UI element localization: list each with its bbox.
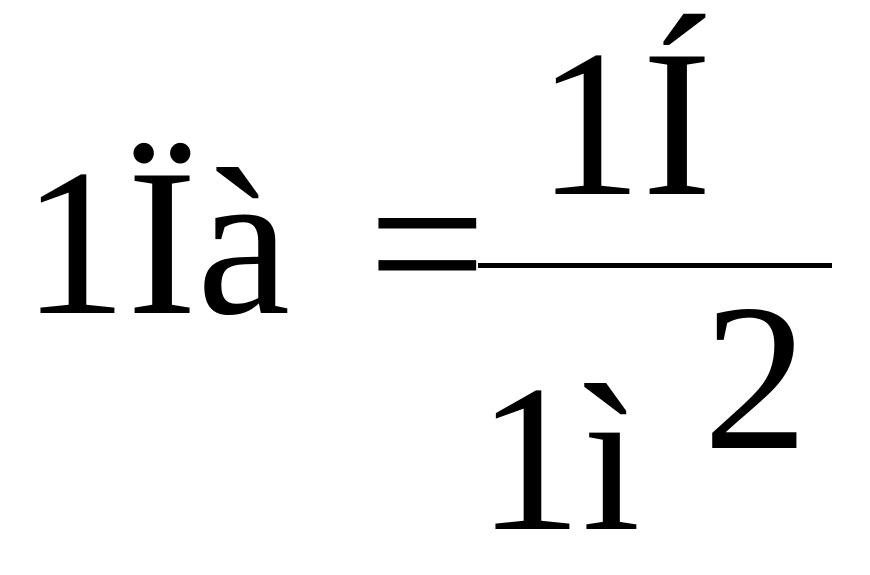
equals-sign: = xyxy=(368,128,487,360)
fraction-denominator: 1ì xyxy=(477,343,641,575)
denominator-exponent: 2 xyxy=(703,262,808,494)
lhs-term: 1Ïà xyxy=(22,127,291,359)
fraction-bar xyxy=(478,263,832,268)
fraction-numerator: 1Í xyxy=(537,8,712,240)
